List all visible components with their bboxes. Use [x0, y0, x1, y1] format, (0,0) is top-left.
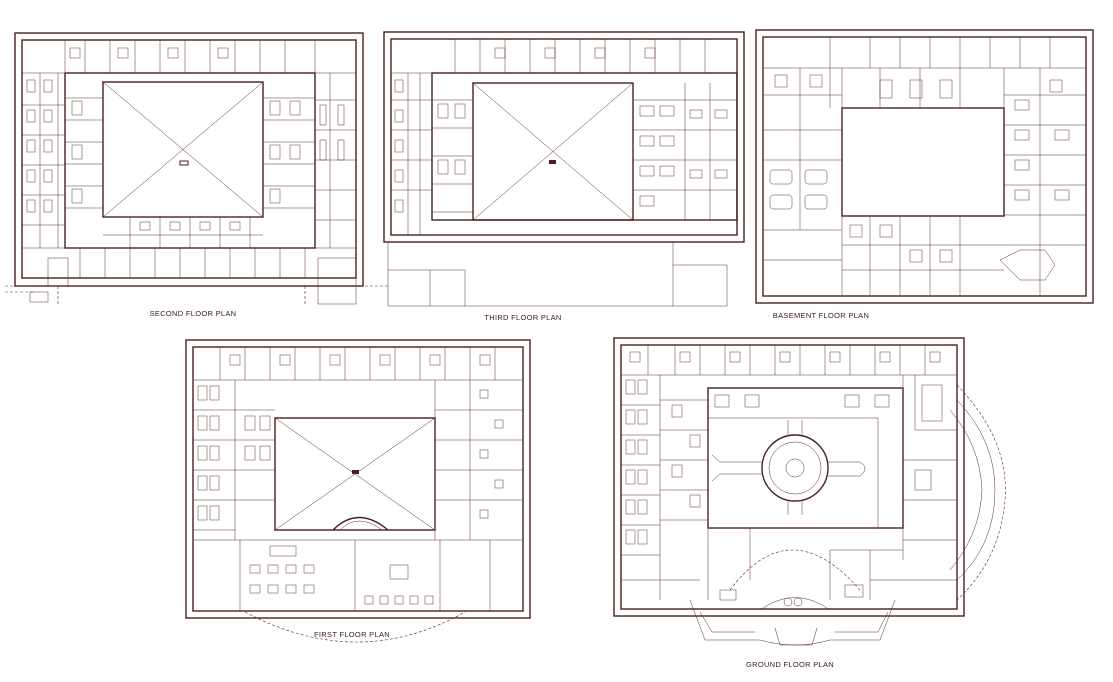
- third-floor-plan: THIRD FLOOR PLAN: [383, 31, 745, 322]
- first-floor-plan: FIRST FLOOR PLAN: [185, 339, 531, 643]
- second-floor-plan-label: SECOND FLOOR PLAN: [150, 309, 237, 318]
- ground-floor-plan-label: GROUND FLOOR PLAN: [746, 660, 834, 669]
- first-floor-plan-label: FIRST FLOOR PLAN: [314, 630, 390, 639]
- third-floor-plan-label: THIRD FLOOR PLAN: [484, 313, 561, 322]
- basement-floor-plan-label: BASEMENT FLOOR PLAN: [773, 311, 869, 320]
- basement-floor-plan: BASEMENT FLOOR PLAN: [755, 29, 1094, 320]
- second-floor-plan: SECOND FLOOR PLAN: [5, 32, 390, 318]
- ground-floor-plan: GROUND FLOOR PLAN: [613, 337, 1006, 669]
